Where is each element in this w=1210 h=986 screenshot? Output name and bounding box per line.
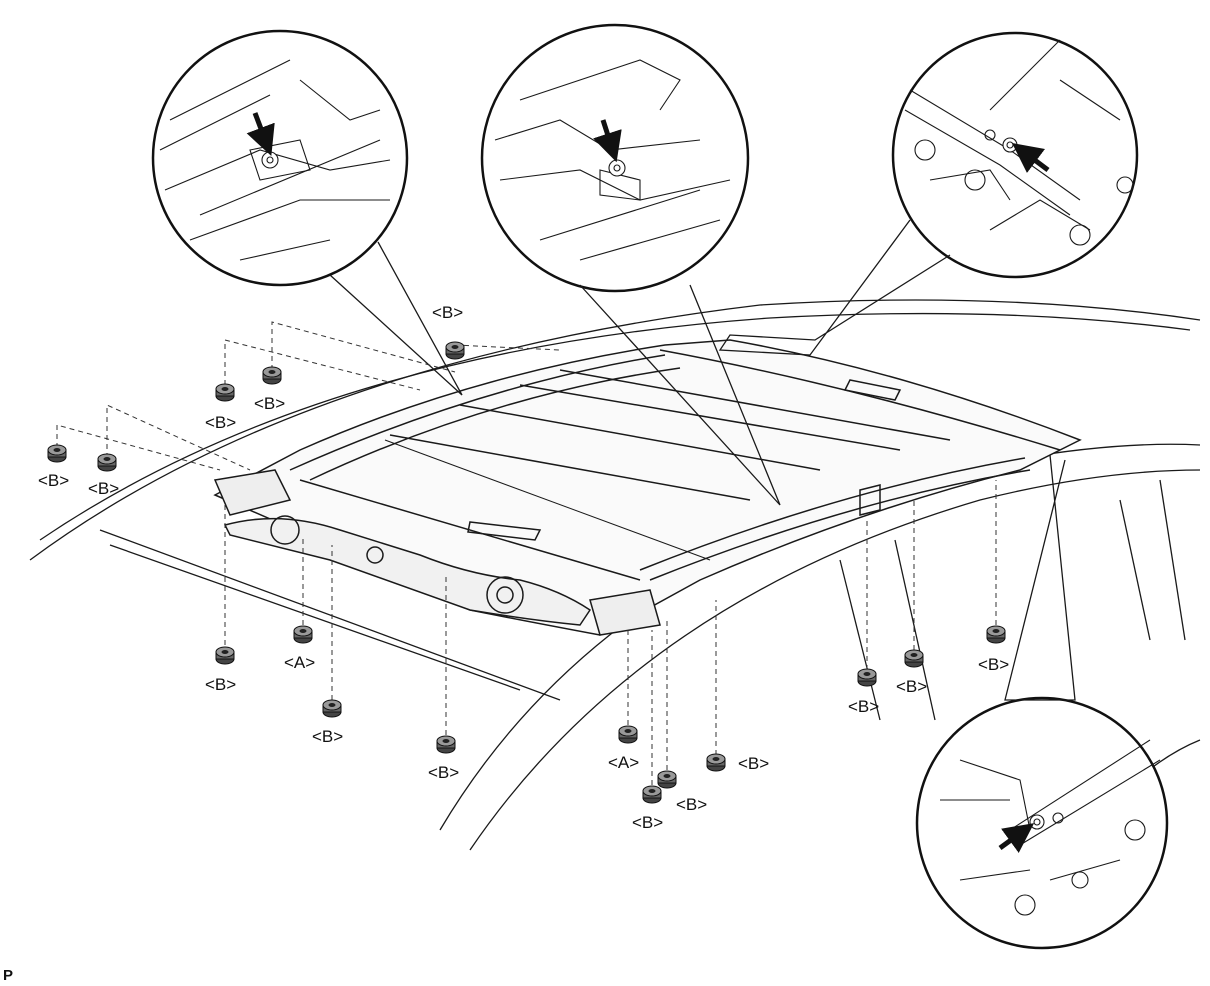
arrow-icon bbox=[1012, 143, 1050, 173]
arrow-icon bbox=[998, 823, 1035, 853]
nut-icon bbox=[293, 625, 313, 644]
detail-view-front-center bbox=[480, 23, 750, 293]
label-b: <B> bbox=[978, 655, 1009, 674]
label-b: <B> bbox=[254, 394, 285, 413]
nut-icon bbox=[857, 668, 877, 687]
label-a: <A> bbox=[608, 753, 639, 772]
nut-icon bbox=[436, 735, 456, 754]
label-b: <B> bbox=[848, 697, 879, 716]
label-b: <B> bbox=[432, 303, 463, 322]
nut-icon bbox=[618, 725, 638, 744]
nut-icon bbox=[445, 341, 465, 360]
label-b: <B> bbox=[88, 479, 119, 498]
nut-icon bbox=[642, 785, 662, 804]
nut-icon bbox=[97, 453, 117, 472]
arrow-icon bbox=[593, 119, 622, 163]
nut-icon bbox=[47, 444, 67, 463]
detail-view-front-right bbox=[915, 696, 1169, 950]
label-b: <B> bbox=[632, 813, 663, 832]
label-b: <B> bbox=[38, 471, 69, 490]
label-b: <B> bbox=[896, 677, 927, 696]
nut-icon bbox=[215, 646, 235, 665]
fastener-labels: <B> <B> <B> <B> <B> <B> <A> <B> <B> <A> … bbox=[38, 303, 1009, 832]
nut-icon bbox=[262, 366, 282, 385]
label-b: <B> bbox=[738, 754, 769, 773]
label-b: <B> bbox=[312, 727, 343, 746]
page-code: P bbox=[3, 967, 13, 984]
nut-icon bbox=[706, 753, 726, 772]
nut-icon bbox=[986, 625, 1006, 644]
label-b: <B> bbox=[428, 763, 459, 782]
label-b: <B> bbox=[205, 675, 236, 694]
nut-icon bbox=[904, 649, 924, 668]
label-a: <A> bbox=[284, 653, 315, 672]
sliding-roof-housing bbox=[213, 339, 1082, 636]
arrow-icon bbox=[246, 112, 275, 157]
fastener-leaders bbox=[56, 321, 997, 785]
nut-icon bbox=[657, 770, 677, 789]
detail-view-rear-right bbox=[891, 31, 1139, 279]
detail-view-front-left bbox=[151, 29, 409, 287]
label-b: <B> bbox=[205, 413, 236, 432]
label-b: <B> bbox=[676, 795, 707, 814]
callout-leaders bbox=[329, 219, 1076, 701]
nut-icon bbox=[322, 699, 342, 718]
nut-icon bbox=[215, 383, 235, 402]
